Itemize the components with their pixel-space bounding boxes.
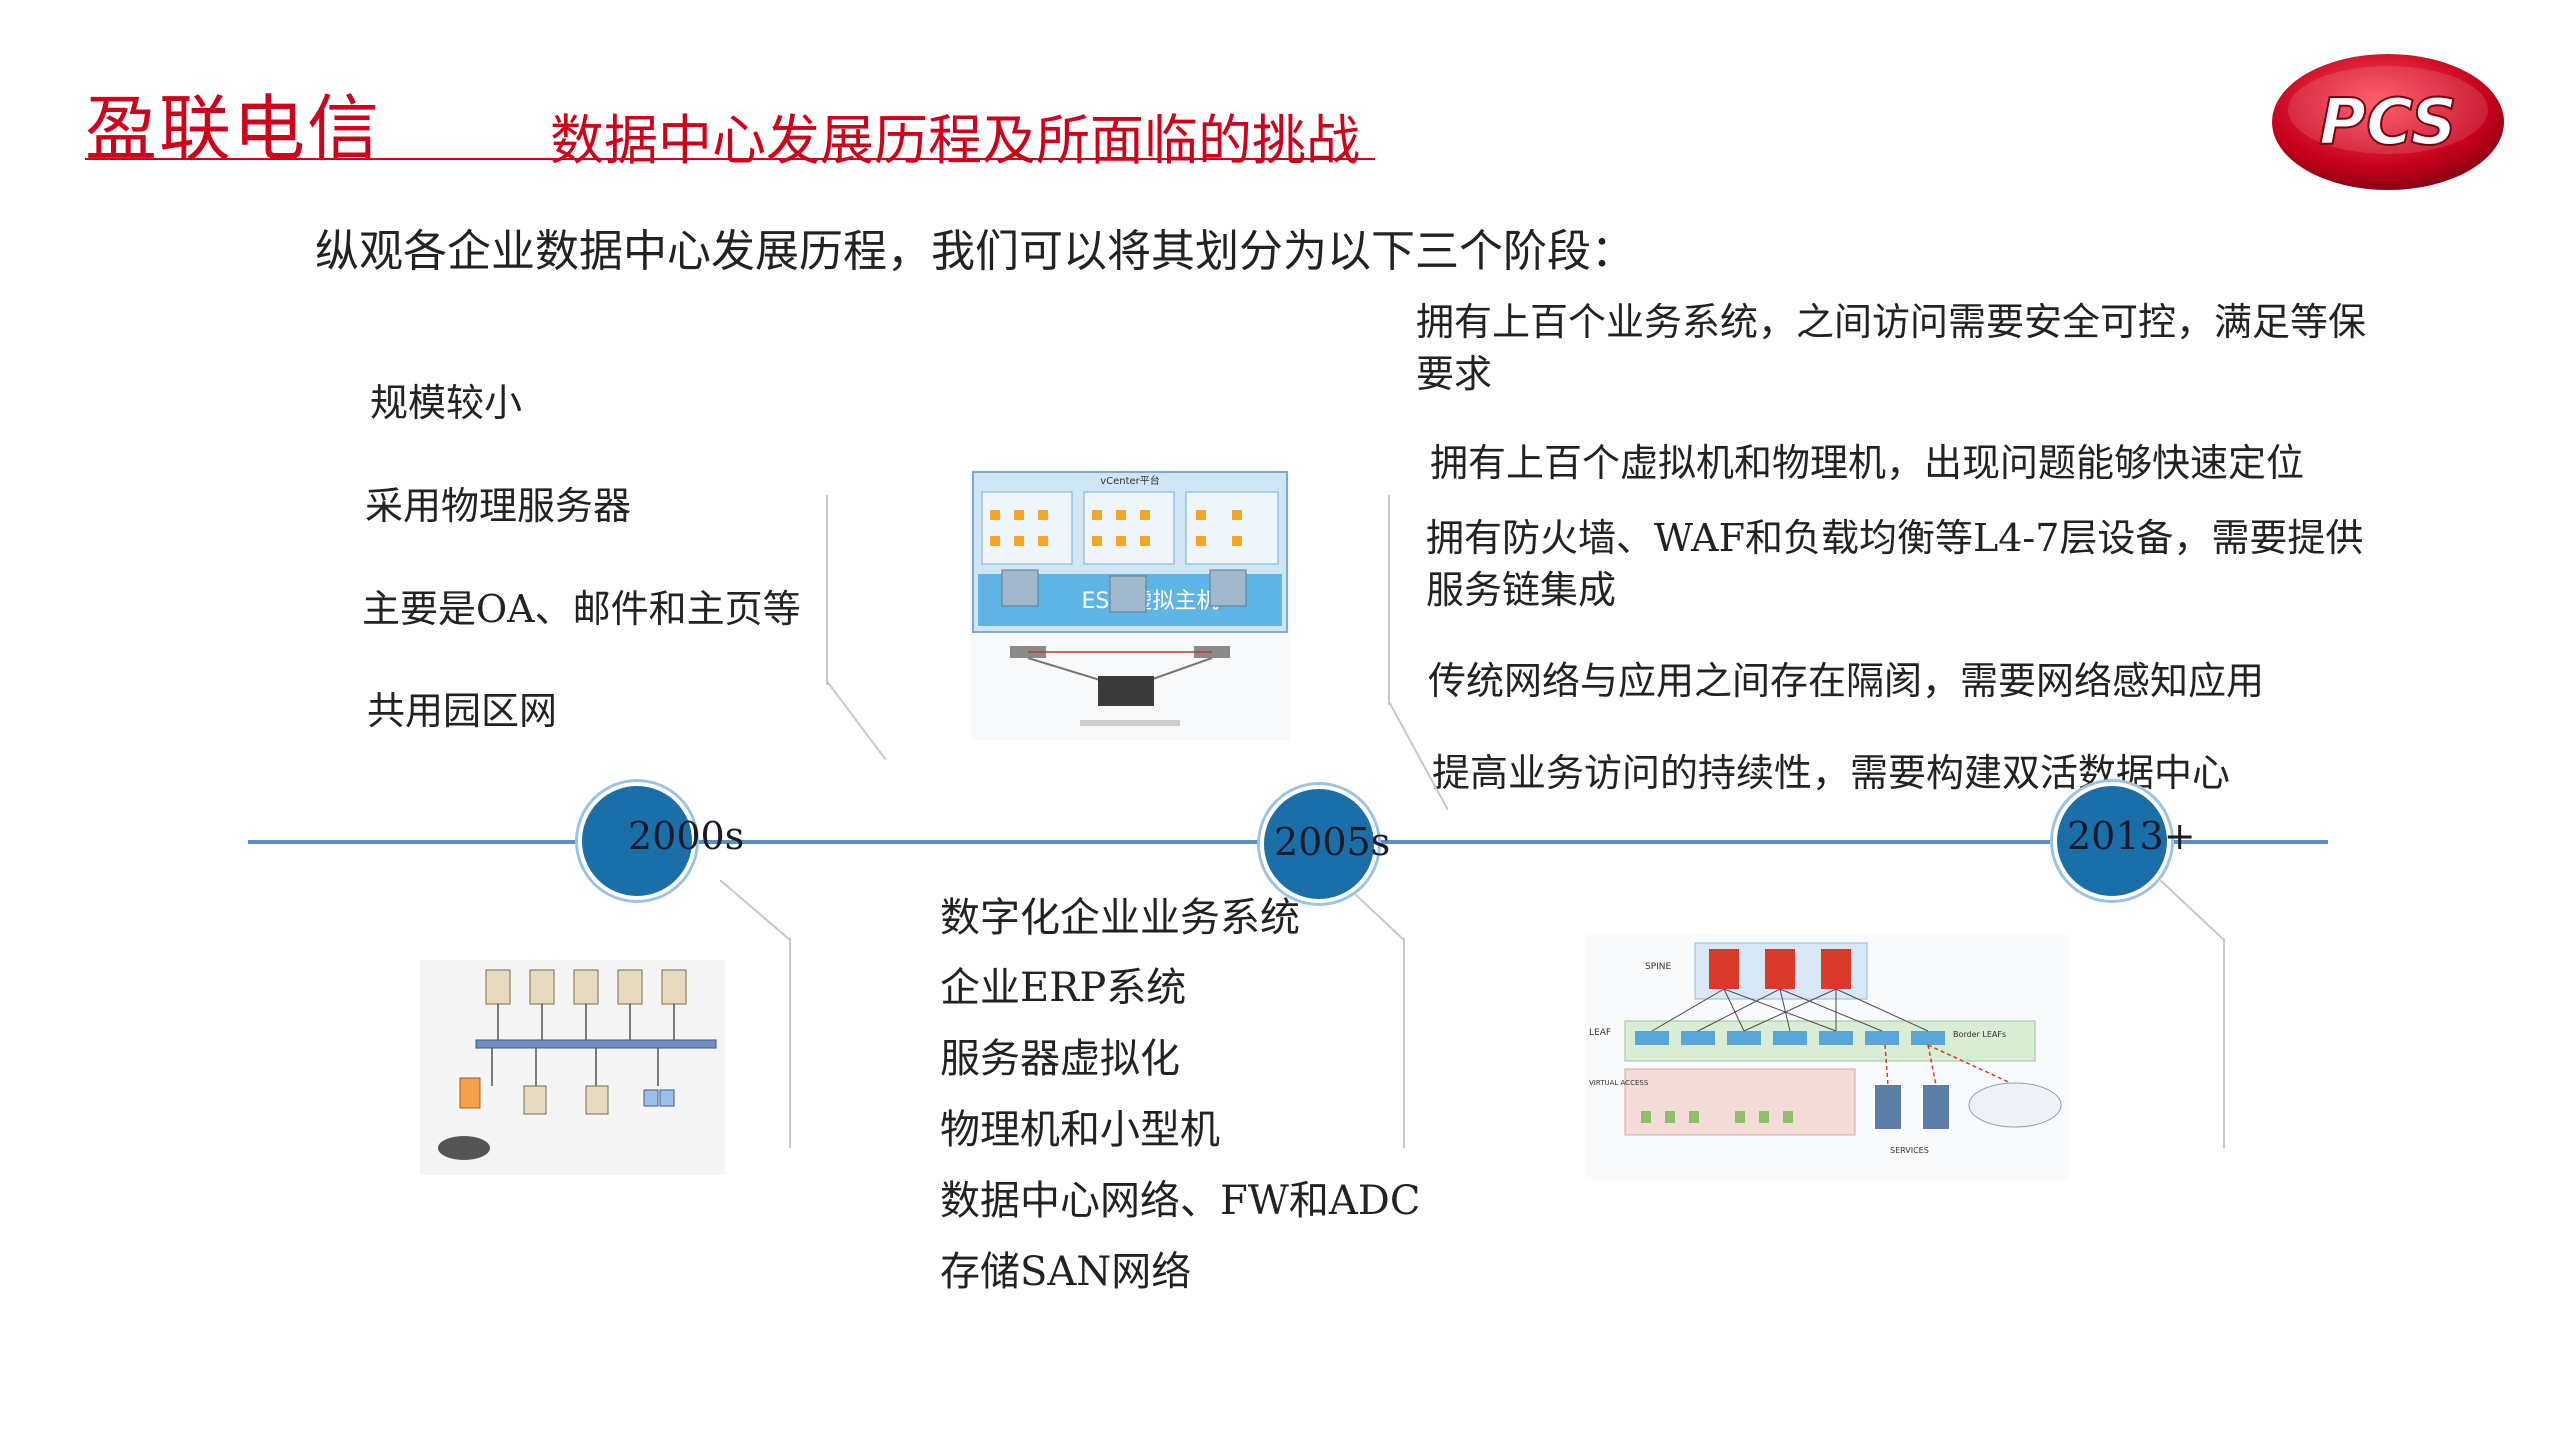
stage1-item: 共用园区网 (367, 689, 558, 733)
timeline-marker-2000s (578, 782, 696, 900)
year-label: 2005s (1274, 820, 1391, 864)
stage1-item: 规模较小 (370, 381, 523, 425)
virtualization-diagram: vCenter平台 ESXi虚拟主机 (970, 470, 1290, 740)
stage2-item: 数据中心网络、FW和ADC (940, 1178, 1421, 1224)
connector-line (1388, 700, 1448, 810)
brand-name: 盈联电信 (85, 87, 382, 171)
leaf-label: LEAF (1589, 1028, 1611, 1038)
timeline-marker-2005s (1260, 785, 1378, 903)
pcs-logo: PCS (2268, 48, 2508, 196)
physical-servers-diagram (420, 960, 725, 1175)
connector-line (1388, 495, 1390, 705)
connector-line (1403, 938, 1405, 1148)
logo-text: PCS (2319, 86, 2457, 160)
year-label: 2000s (628, 814, 745, 858)
services-label: SERVICES (1890, 1146, 1929, 1155)
stage3-item: 传统网络与应用之间存在隔阂，需要网络感知应用 (1428, 659, 2265, 703)
stage2-item: 存储SAN网络 (940, 1249, 1192, 1295)
stage2-item: 服务器虚拟化 (940, 1036, 1180, 1082)
title-underline (85, 158, 1375, 160)
connector-line (826, 680, 886, 760)
stage3-item: 拥有上百个虚拟机和物理机，出现问题能够快速定位 (1430, 441, 2305, 485)
stage2-item: 企业ERP系统 (940, 965, 1187, 1011)
connector-line (826, 495, 828, 685)
stage2-item: 物理机和小型机 (940, 1107, 1220, 1153)
timeline-marker-2013 (2053, 782, 2171, 900)
esxi-label: ESXi虚拟主机 (1081, 589, 1218, 614)
intro-text: 纵观各企业数据中心发展历程，我们可以将其划分为以下三个阶段： (315, 226, 1635, 277)
year-label: 2013+ (2067, 814, 2196, 858)
connector-line (2223, 938, 2225, 1148)
virtual-access-label: VIRTUAL ACCESS (1589, 1079, 1649, 1087)
border-leafs-label: Border LEAFs (1953, 1030, 2006, 1039)
slide-title: 数据中心发展历程及所面临的挑战 (550, 109, 1360, 172)
connector-line (2160, 880, 2224, 940)
connector-line (720, 880, 790, 940)
stage3-item: 拥有上百个业务系统，之间访问需要安全可控，满足等保要求 (1416, 300, 2367, 396)
stage3-item: 拥有防火墙、WAF和负载均衡等L4-7层设备，需要提供服务链集成 (1426, 516, 2364, 612)
spine-label: SPINE (1645, 962, 1672, 972)
vcenter-label: vCenter平台 (1100, 474, 1160, 487)
stage2-item: 数字化企业业务系统 (940, 895, 1300, 941)
stage1-item: 主要是OA、邮件和主页等 (362, 587, 801, 631)
connector-line (789, 938, 791, 1148)
stage1-item: 采用物理服务器 (365, 484, 632, 528)
spine-leaf-diagram: SPINE LEAF Border LEAFs VIRTUAL ACCESS S… (1585, 935, 2070, 1180)
